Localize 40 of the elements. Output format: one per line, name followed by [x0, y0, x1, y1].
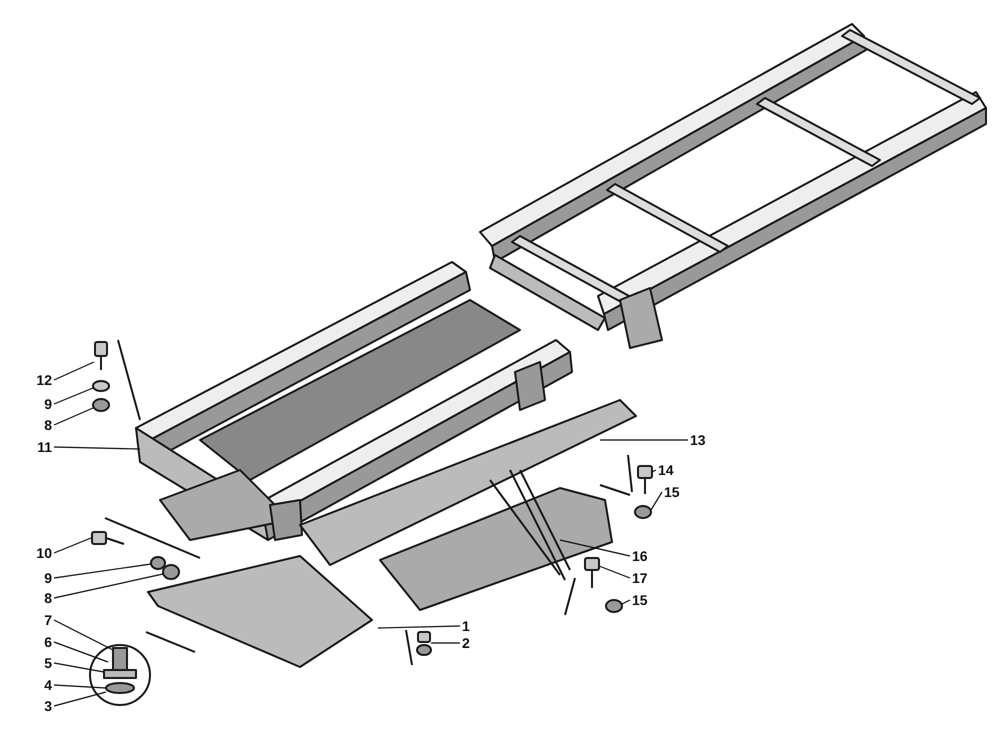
leader-line [652, 469, 656, 473]
callout-number: 4 [28, 677, 52, 693]
callout-number: 8 [28, 590, 52, 606]
leader-line [54, 684, 106, 689]
leader-line [54, 619, 114, 651]
callout-number: 15 [664, 484, 688, 500]
callout-number: 1 [462, 618, 486, 634]
leader-line [650, 492, 663, 510]
callout-number: 2 [462, 635, 486, 651]
leader-line [598, 565, 630, 579]
callout-number: 12 [28, 372, 52, 388]
callout-number: 14 [658, 462, 682, 478]
callout-number: 8 [28, 417, 52, 433]
leader-line [54, 361, 94, 381]
callout-number: 11 [28, 439, 52, 455]
leader-line [622, 599, 630, 605]
leader-line [54, 537, 92, 554]
callout-number: 13 [690, 432, 714, 448]
leader-line [54, 573, 164, 599]
callout-number: 7 [28, 612, 52, 628]
leader-line [54, 691, 106, 707]
callout-number: 17 [632, 570, 656, 586]
callout-number: 6 [28, 634, 52, 650]
callout-number: 9 [28, 570, 52, 586]
leader-line [54, 446, 140, 450]
leader-line [560, 539, 630, 557]
callout-number: 5 [28, 655, 52, 671]
leader-line [600, 439, 688, 441]
callout-number: 9 [28, 396, 52, 412]
leader-line [54, 407, 94, 426]
leader-line [54, 641, 108, 663]
callout-number: 3 [28, 698, 52, 714]
leader-line [54, 662, 104, 673]
leader-line [431, 642, 460, 644]
leader-line [54, 387, 94, 405]
callout-number: 16 [632, 548, 656, 564]
leader-line [378, 625, 460, 629]
callout-number: 10 [28, 545, 52, 561]
callout-number: 15 [632, 592, 656, 608]
leader-line [54, 563, 152, 579]
